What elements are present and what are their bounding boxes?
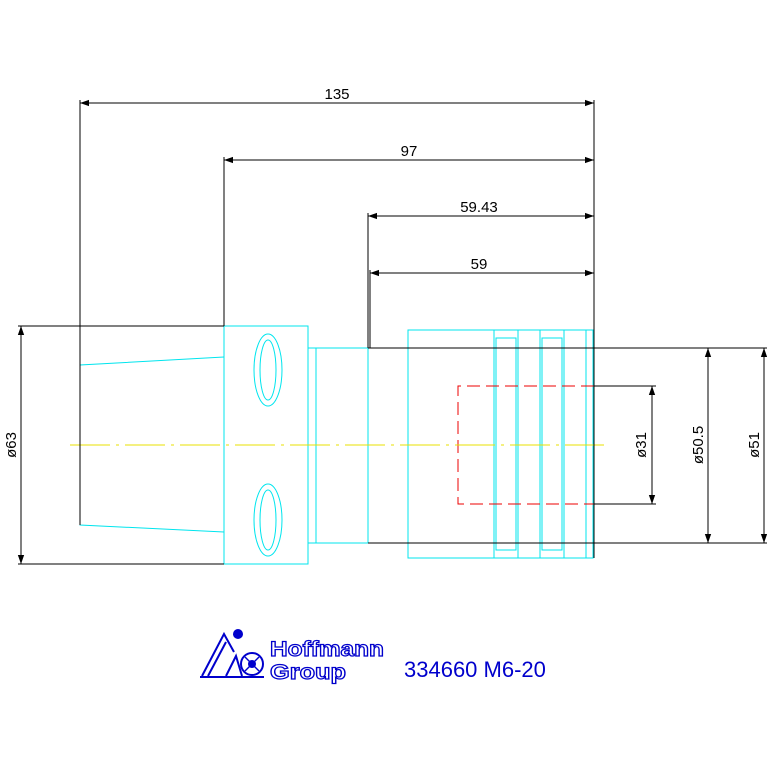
hoffmann-group-logo: Hoffmann Group [200,629,385,685]
dimension-label-59-43: 59.43 [460,199,498,216]
dimension-label-97: 97 [401,143,418,160]
dimension-label-dia50-5: ø50.5 [690,426,707,464]
logo-text-line2: Group [270,661,346,684]
drive-slot-lower [253,483,283,557]
dimension-label-dia63: ø63 [3,432,20,458]
dimension-label-dia51: ø51 [746,432,763,458]
dimension-label-59: 59 [471,256,488,273]
drive-slot-lower-inner [259,489,277,551]
head-outline [407,329,594,559]
logo-text-line1: Hoffmann [270,638,384,661]
dimension-geometry [17,99,767,565]
dimension-label-dia31: ø31 [633,432,650,458]
groove-2 [541,337,563,551]
drive-slot-upper-inner [259,339,277,401]
dimension-labels: 135 97 59.43 59 ø63 ø31 ø50.5 ø51 [3,86,763,464]
drive-slot-upper [253,333,283,407]
groove-1 [495,337,517,551]
dimension-label-135: 135 [324,86,349,103]
logo-emblem-icon [200,629,264,678]
part-number: 334660 M6-20 [404,657,546,682]
